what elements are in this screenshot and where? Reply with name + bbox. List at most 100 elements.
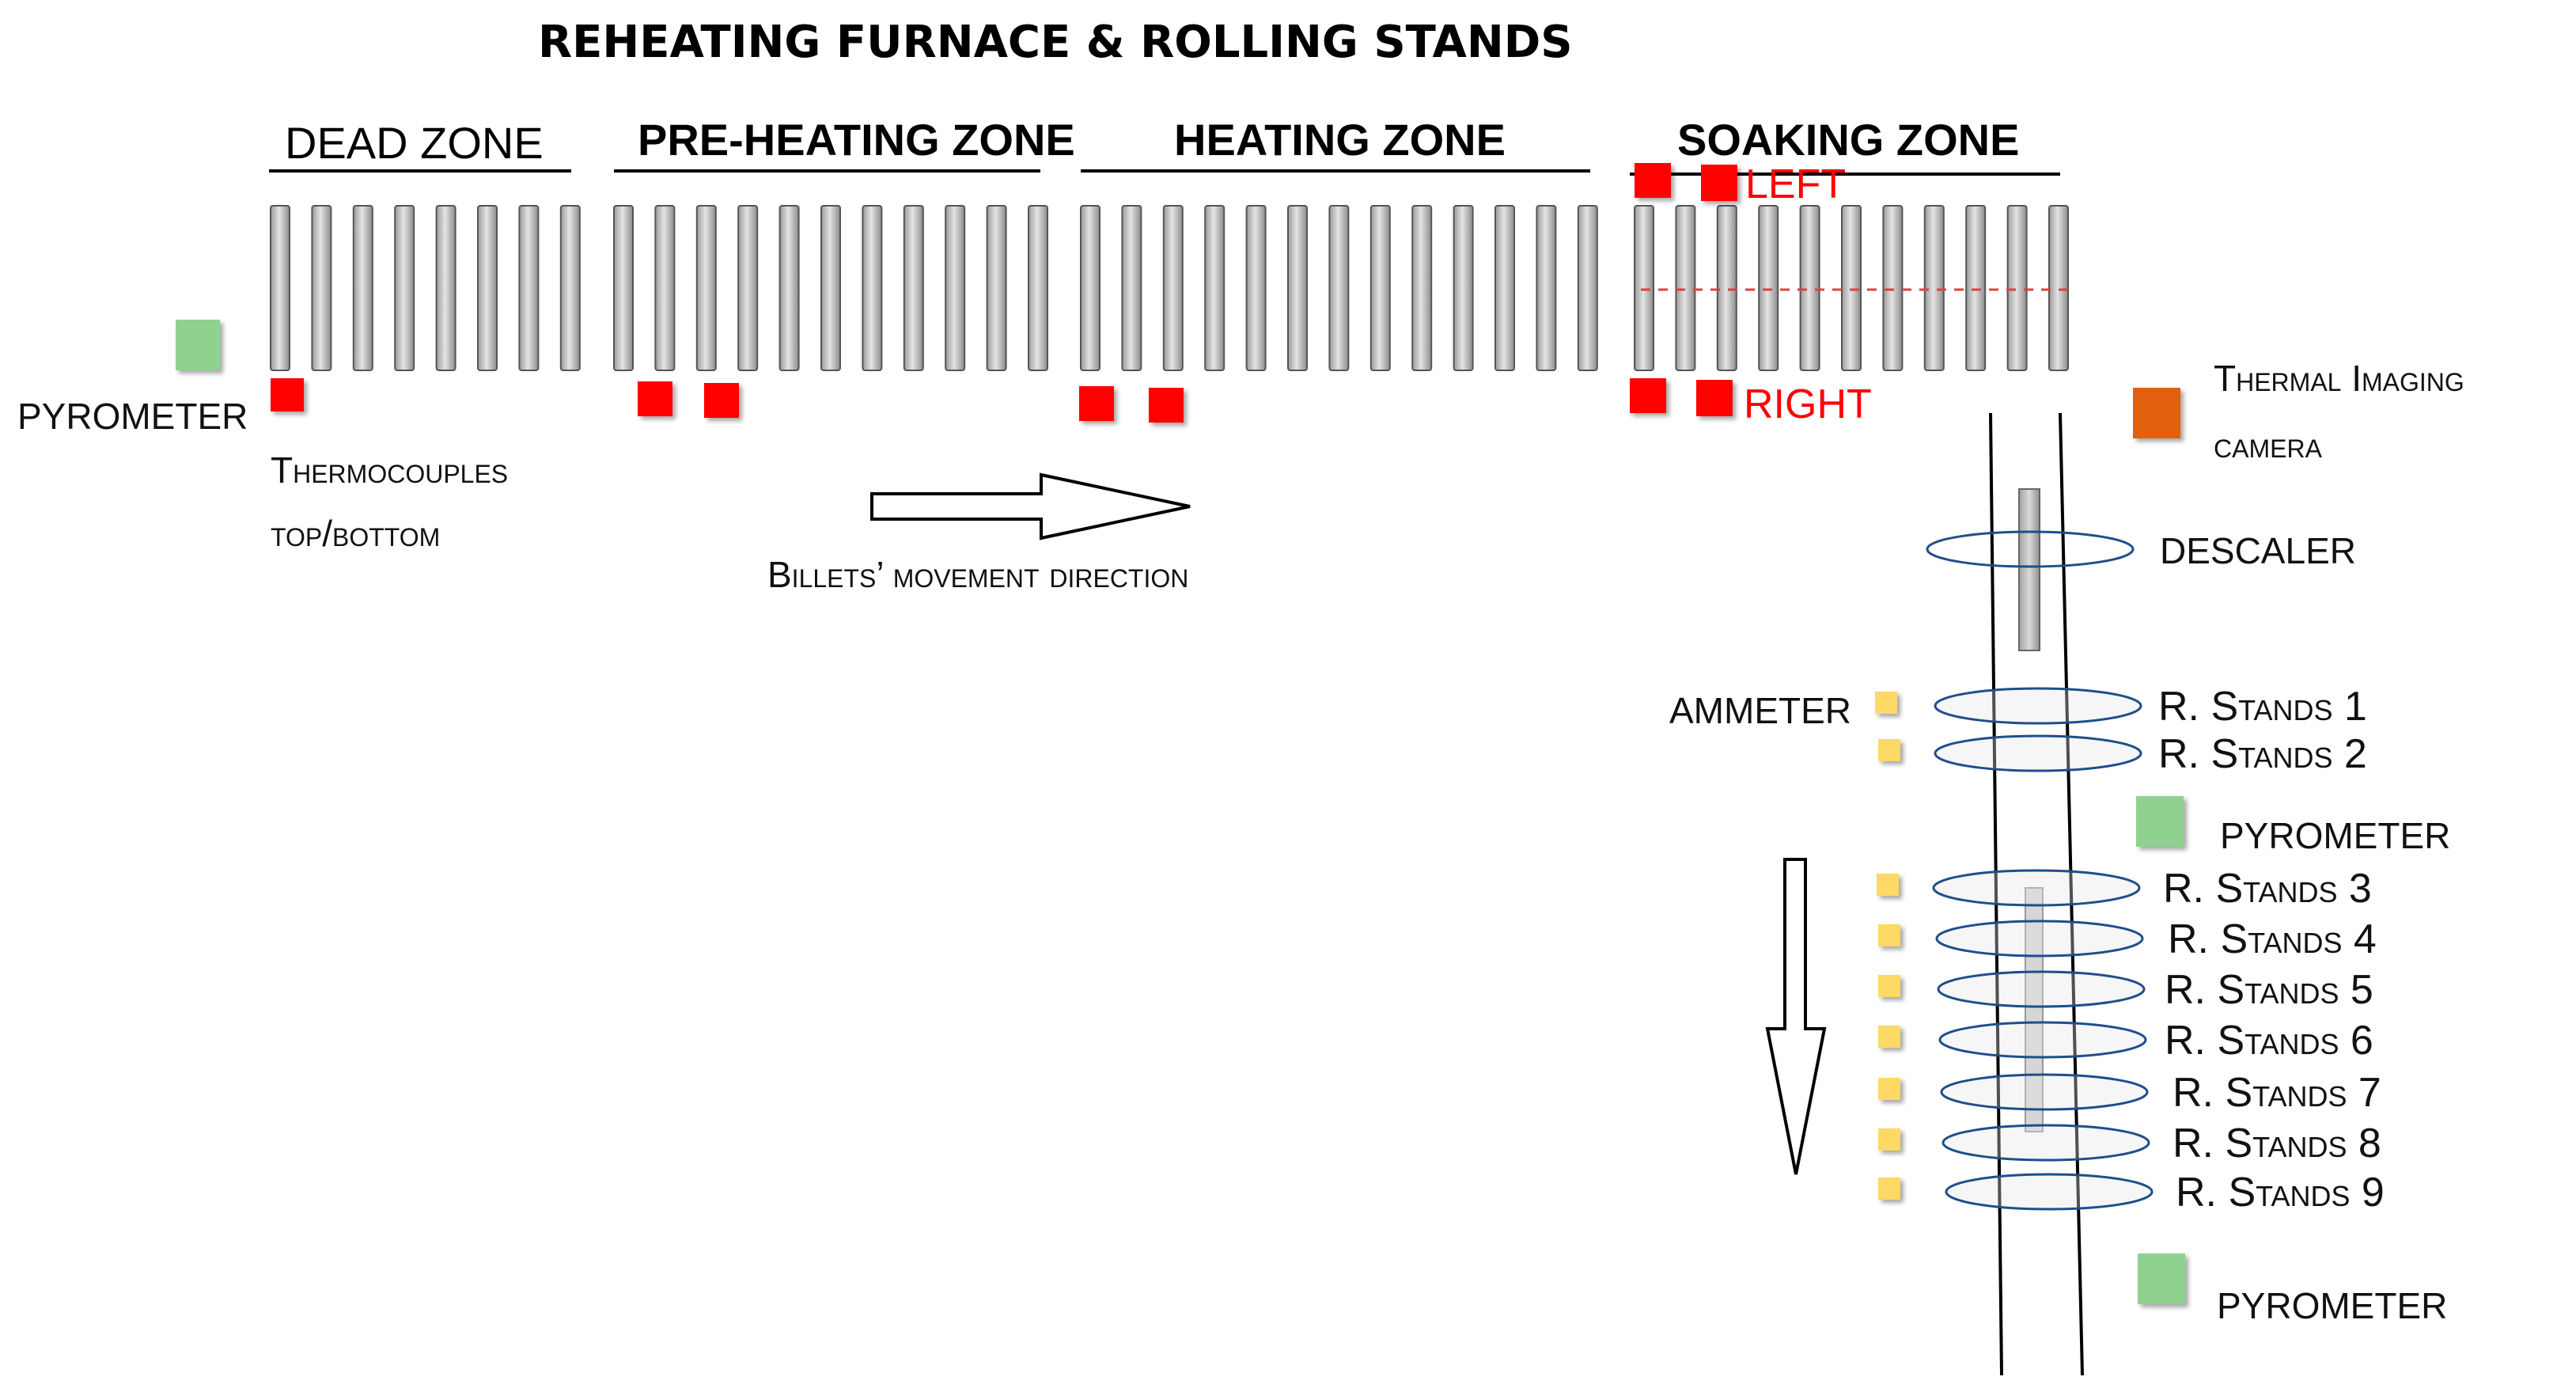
diagram-title: REHEATING FURNACE & ROLLING STANDS [538, 17, 1573, 68]
furnace-roller [1204, 205, 1225, 371]
furnace-roller [986, 205, 1007, 371]
stand-ring-1 [1934, 687, 2142, 725]
furnace-roller [903, 205, 924, 371]
zone-label-soaking: SOAKING ZONE [1677, 115, 2019, 165]
pyrometer-mid-label: PYROMETER [2220, 815, 2450, 856]
zone-label-preheating: PRE-HEATING ZONE [638, 115, 1075, 165]
ammeter-label: AMMETER [1669, 690, 1851, 731]
thermal-camera-label-line1: Thermal Imaging [2214, 358, 2464, 399]
pyrometer-bottom-icon [2138, 1253, 2185, 1304]
stand-ring-2 [1934, 734, 2142, 772]
stand-ring-4 [1935, 920, 2144, 958]
stand-ring-7 [1940, 1073, 2149, 1111]
furnace-roller [352, 205, 373, 371]
stand-label-6: R. Stands 6 [2165, 1018, 2373, 1064]
furnace-roller [1162, 205, 1184, 371]
furnace-roller [1716, 205, 1737, 371]
furnace-roller [559, 205, 581, 371]
furnace-roller [1675, 205, 1696, 371]
thermocouple-soaking-right-1 [1630, 378, 1666, 413]
thermocouple-heating-1 [1079, 386, 1114, 421]
furnace-roller [1453, 205, 1474, 371]
furnace-roller [1245, 205, 1267, 371]
ammeter-icon-3 [1877, 874, 1899, 896]
ammeter-icon-6 [1878, 1026, 1900, 1048]
thermocouple-preheating-1 [638, 381, 672, 416]
stand-ring-9 [1945, 1173, 2154, 1211]
furnace-roller [2006, 205, 2028, 371]
stand-label-1: R. Stands 1 [2158, 684, 2367, 730]
furnace-roller [1799, 205, 1820, 371]
furnace-roller [695, 205, 717, 371]
thermocouple-soaking-left-2 [1701, 165, 1737, 201]
stand-label-4: R. Stands 4 [2168, 916, 2377, 962]
furnace-roller [1577, 205, 1598, 371]
descaler-label: DESCALER [2160, 530, 2356, 571]
furnace-roller [945, 205, 966, 371]
furnace-roller [1758, 205, 1779, 371]
stand-billet [2025, 887, 2044, 1132]
stand-ring-6 [1938, 1021, 2147, 1059]
rolling-stands: R. Stands 1R. Stands 2R. Stands 3R. Stan… [1875, 684, 2385, 1215]
stand-label-3: R. Stands 3 [2163, 866, 2372, 912]
ammeter-icon-7 [1878, 1078, 1900, 1100]
down-direction-arrow-icon [1765, 858, 1827, 1175]
furnace-roller [1536, 205, 1557, 371]
furnace-roller [654, 205, 676, 371]
furnace-roller [1411, 205, 1433, 371]
furnace-roller [311, 205, 332, 371]
thermocouple-heating-2 [1149, 388, 1184, 423]
zone-label-dead: DEAD ZONE [285, 118, 544, 168]
ammeter-icon-1 [1875, 692, 1897, 714]
furnace-roller [1028, 205, 1048, 371]
furnace-roller [1923, 205, 1945, 371]
thermal-camera-label-line2: camera [2214, 424, 2323, 465]
ammeter-icon-5 [1878, 975, 1900, 997]
furnace-roller [435, 205, 456, 371]
thermocouple-dead [271, 378, 304, 411]
left-label: LEFT [1745, 161, 1846, 207]
zone-label-heating: HEATING ZONE [1174, 115, 1506, 165]
pyrometer-mid-icon [2136, 796, 2184, 847]
furnace-roller [518, 205, 540, 371]
thermocouple-preheating-2 [704, 383, 739, 418]
billets-direction-label: Billets’ movement direction [767, 554, 1188, 595]
furnace-roller [1965, 205, 1987, 371]
rolling-line-left-rail [1989, 412, 2003, 1376]
descaler-billet [2018, 488, 2040, 651]
stand-label-2: R. Stands 2 [2158, 731, 2367, 777]
stand-label-7: R. Stands 7 [2173, 1070, 2381, 1116]
stand-label-9: R. Stands 9 [2176, 1170, 2385, 1215]
furnace-roller [778, 205, 800, 371]
stand-ring-8 [1941, 1124, 2150, 1162]
furnace-roller [477, 205, 498, 371]
furnace-roller [820, 205, 841, 371]
furnace-roller [613, 205, 634, 371]
pyrometer-bottom-label: PYROMETER [2217, 1285, 2447, 1326]
rolling-line-right-rail [2059, 412, 2084, 1376]
furnace-roller [1369, 205, 1391, 371]
ammeter-icon-4 [1878, 924, 1900, 946]
thermocouples [271, 163, 1737, 423]
stand-label-8: R. Stands 8 [2173, 1121, 2381, 1166]
stand-ring-5 [1937, 970, 2146, 1008]
furnace-roller [862, 205, 883, 371]
thermocouples-label-line2: top/bottom [271, 513, 440, 554]
thermal-camera-icon [2133, 388, 2180, 438]
ammeter-icon-9 [1878, 1178, 1900, 1200]
thermocouples-label-line1: Thermocouples [271, 449, 508, 491]
furnace-roller [1634, 205, 1654, 371]
furnace-roller [1882, 205, 1904, 371]
furnace-roller [737, 205, 759, 371]
stand-label-5: R. Stands 5 [2165, 967, 2373, 1013]
furnace-roller [1841, 205, 1862, 371]
furnace-rollers [270, 205, 2069, 371]
right-label: RIGHT [1744, 381, 1872, 427]
thermocouple-soaking-right-2 [1696, 380, 1733, 416]
furnace-roller [394, 205, 415, 371]
furnace-roller [1328, 205, 1350, 371]
descaler-ring [1926, 530, 2135, 568]
furnace-roller [1287, 205, 1308, 371]
furnace-roller [2048, 205, 2069, 371]
